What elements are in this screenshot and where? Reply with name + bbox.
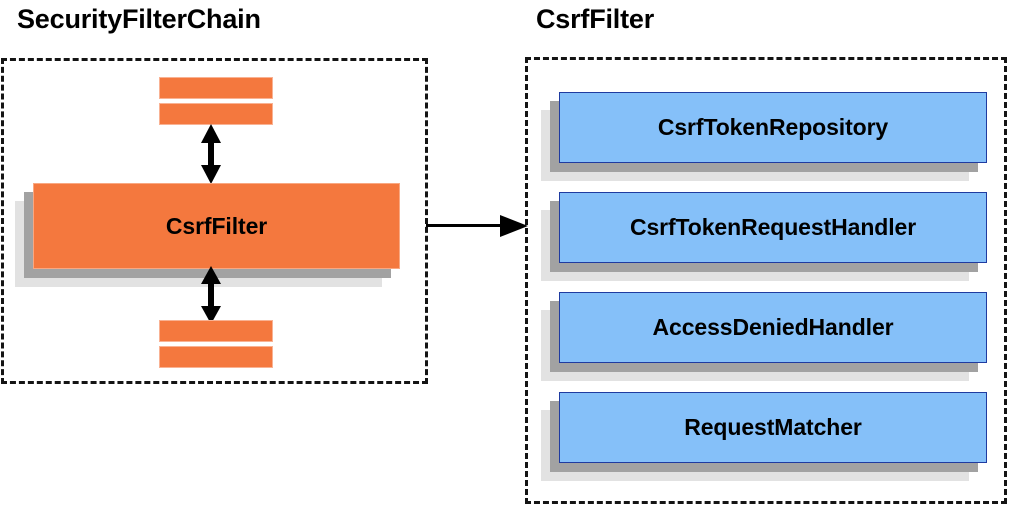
collaborator-label: RequestMatcher <box>684 414 862 440</box>
collaborator-label: CsrfTokenRequestHandler <box>629 214 917 240</box>
right-arrow-icon <box>426 215 528 237</box>
csrf-filter-container <box>525 57 1007 504</box>
collaborator-face[interactable]: CsrfTokenRepository <box>559 92 987 163</box>
filter-bar-top-1 <box>159 77 273 99</box>
filter-bar-top-2 <box>159 103 273 125</box>
double-arrow-bottom <box>200 266 222 324</box>
collaborator-box-access-denied-handler[interactable]: AccessDeniedHandler <box>541 292 987 381</box>
collaborator-box-csrf-token-request-handler[interactable]: CsrfTokenRequestHandler <box>541 192 987 281</box>
collaborator-face[interactable]: RequestMatcher <box>559 392 987 463</box>
page-title-security-filter-chain: SecurityFilterChain <box>17 4 261 34</box>
collaborator-box-request-matcher[interactable]: RequestMatcher <box>541 392 987 481</box>
csrf-filter-box[interactable]: CsrfFilter <box>15 183 400 287</box>
csrf-filter-label: CsrfFilter <box>165 212 268 239</box>
filter-bar-bottom-2 <box>159 346 273 368</box>
collaborator-box-csrf-token-repository[interactable]: CsrfTokenRepository <box>541 92 987 181</box>
collaborator-label: AccessDeniedHandler <box>652 314 894 340</box>
filter-bar-bottom-1 <box>159 320 273 342</box>
security-filter-chain-container <box>1 58 428 384</box>
collaborator-label: CsrfTokenRepository <box>657 114 889 140</box>
csrf-filter-face[interactable]: CsrfFilter <box>33 183 400 269</box>
collaborator-face[interactable]: CsrfTokenRequestHandler <box>559 192 987 263</box>
collaborator-face[interactable]: AccessDeniedHandler <box>559 292 987 363</box>
double-arrow-top <box>200 124 222 184</box>
page-title-csrf-filter: CsrfFilter <box>536 4 655 34</box>
